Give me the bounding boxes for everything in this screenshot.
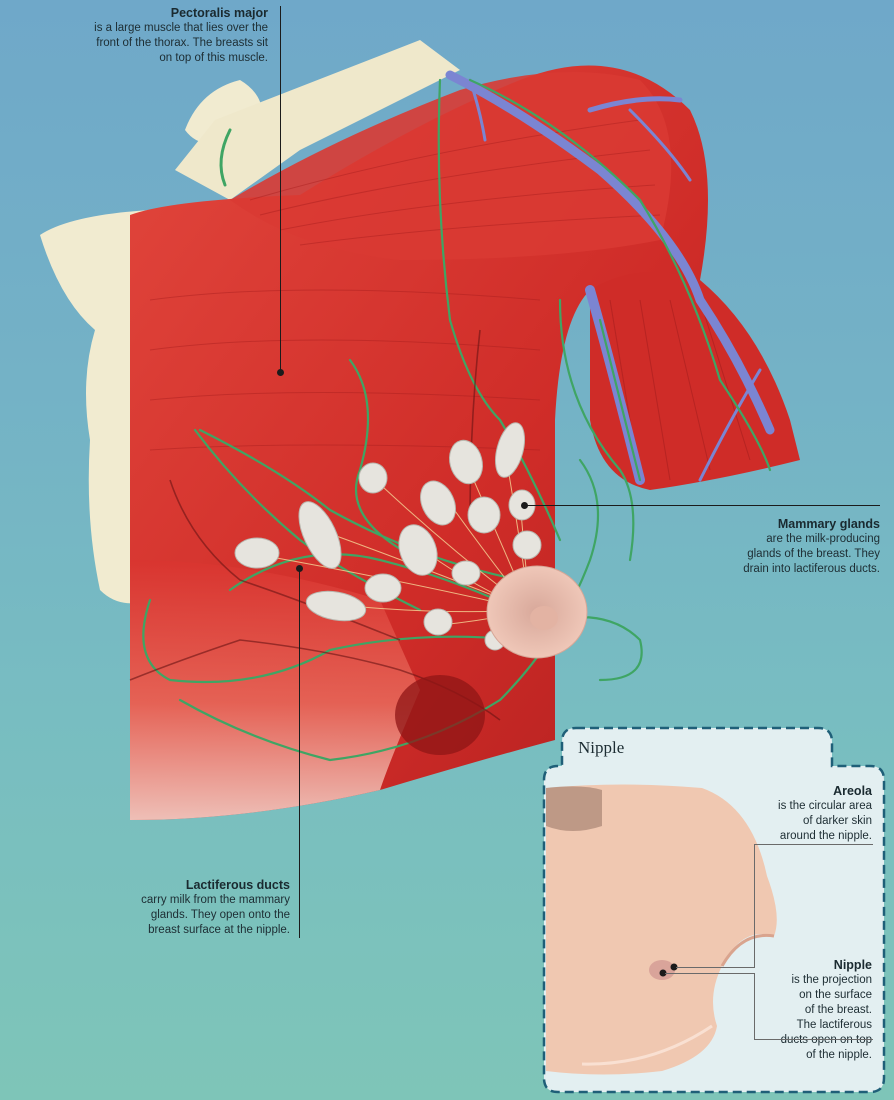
lactiferous-leader-line [299, 568, 300, 938]
nipple-projection [530, 606, 558, 630]
mammary-glands-annotation: Mammary glands are the milk-producing gl… [640, 517, 880, 577]
inset-breast-skin [546, 784, 777, 1075]
mammary-pointer-dot [521, 502, 528, 509]
veins [445, 70, 775, 485]
annotation-description: is the circular area of darker skin arou… [778, 800, 872, 842]
inset-title: Nipple [578, 738, 625, 757]
annotation-description: are the milk-producing glands of the bre… [743, 533, 880, 575]
pectoralis-major-annotation: Pectoralis major is a large muscle that … [60, 6, 268, 66]
areola-leader-line [754, 844, 873, 845]
areola-annotation: Areola is the circular area of darker sk… [692, 784, 872, 844]
mammary-leader-line [527, 505, 880, 506]
annotation-title: Lactiferous ducts [185, 878, 290, 892]
nipple-inset-panel: Nipple Areola is the circular area of da… [542, 726, 886, 1094]
annotation-title: Areola [833, 784, 872, 798]
inset-frame [542, 726, 886, 1094]
areola-leader-line [676, 967, 755, 968]
mammary-gland-lobules [234, 422, 542, 651]
annotation-title: Mammary glands [777, 517, 880, 531]
annotation-title: Pectoralis major [170, 6, 268, 20]
annotation-title: Nipple [833, 958, 872, 972]
nipple-leader-line [754, 1039, 873, 1040]
lactiferous-ducts-annotation: Lactiferous ducts carry milk from the ma… [80, 878, 290, 938]
annotation-description: is the projection on the surface of the … [780, 974, 872, 1061]
areola-leader-line [754, 844, 755, 968]
pectoralis-leader-line [280, 6, 281, 372]
nipple-annotation: Nipple is the projection on the surface … [692, 958, 872, 1063]
annotation-description: carry milk from the mammary glands. They… [141, 894, 290, 936]
bone-structures [40, 40, 460, 604]
pectoralis-pointer-dot [277, 369, 284, 376]
annotation-description: is a large muscle that lies over the fro… [94, 22, 268, 64]
nipple-leader-line [754, 973, 755, 1039]
nipple-leader-line [665, 973, 755, 974]
deltoid-biceps-muscle [590, 272, 800, 490]
